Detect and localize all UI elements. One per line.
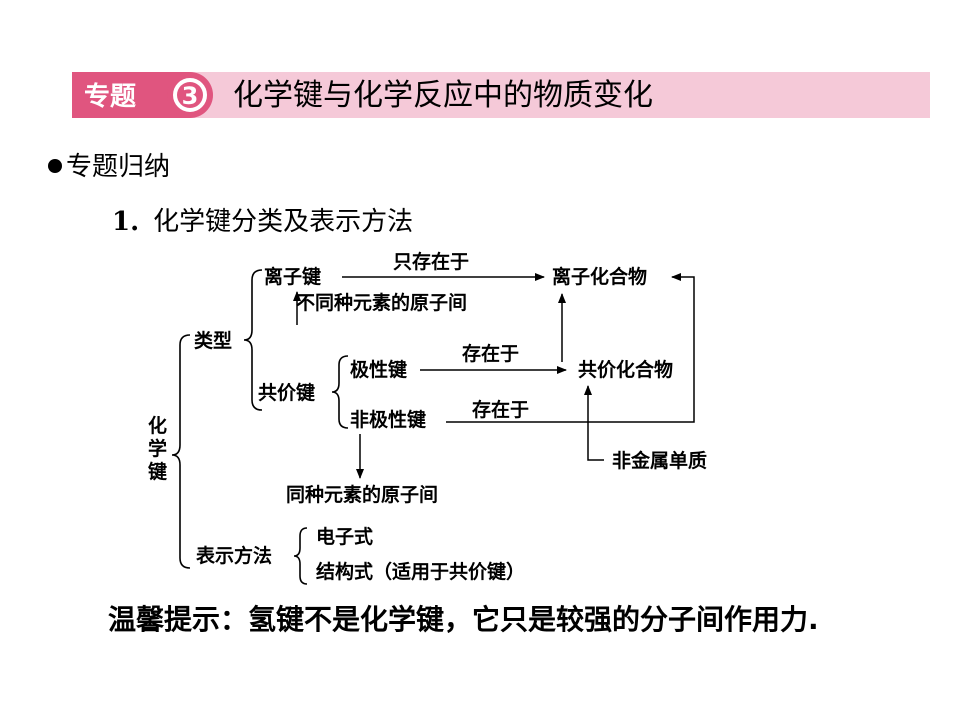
type-label: 类型: [194, 329, 232, 352]
exists-in-label-2: 存在于: [472, 398, 529, 421]
root-brace: [171, 334, 191, 569]
covalent-brace: [331, 355, 349, 429]
representation-brace: [293, 527, 308, 585]
topic-banner: [72, 72, 930, 118]
electron-formula-label: 电子式: [316, 525, 373, 548]
structural-formula-label: 结构式（适用于共价键）: [316, 560, 525, 583]
covalent-bond-label: 共价键: [258, 381, 315, 404]
tip-text: 温馨提示：氢键不是化学键，它只是较强的分子间作用力.: [108, 603, 819, 636]
arrow-nonmetal-to-covalent: [584, 385, 604, 461]
badge-label: 专题: [84, 82, 136, 112]
root-label-2: 学: [148, 437, 167, 460]
polar-bond-label: 极性键: [350, 358, 407, 381]
section-label: 专题归纳: [66, 152, 171, 182]
representation-label: 表示方法: [196, 544, 272, 567]
banner-title: 化学键与化学反应中的物质变化: [233, 78, 653, 113]
nonmetal-element-label: 非金属单质: [612, 449, 707, 472]
type-brace: [243, 269, 263, 411]
subsection-heading: 1. 化学键分类及表示方法: [112, 203, 413, 241]
exists-in-label-1: 存在于: [462, 342, 519, 365]
subsection-number: 1.: [112, 207, 140, 237]
same-element-atoms-label: 同种元素的原子间: [286, 483, 438, 506]
ionic-compound-label: 离子化合物: [552, 265, 647, 288]
only-exists-in-label: 只存在于: [393, 250, 469, 273]
badge-number: 3: [182, 82, 199, 110]
section-heading: 专题归纳: [48, 148, 170, 186]
root-label-1: 化: [148, 414, 167, 437]
ionic-bond-label: 离子键: [264, 265, 321, 288]
nonpolar-bond-label: 非极性键: [350, 408, 426, 431]
root-label-3: 键: [147, 460, 167, 483]
arrow-nonpolar-to-ionic: [446, 273, 695, 423]
subsection-title: 化学键分类及表示方法: [153, 207, 414, 237]
bullet-dot: [48, 158, 62, 173]
topic-badge: 专题 3: [72, 72, 213, 118]
ionic-condition-label: 不同种元素的原子间: [296, 291, 467, 314]
covalent-compound-label: 共价化合物: [578, 358, 673, 381]
